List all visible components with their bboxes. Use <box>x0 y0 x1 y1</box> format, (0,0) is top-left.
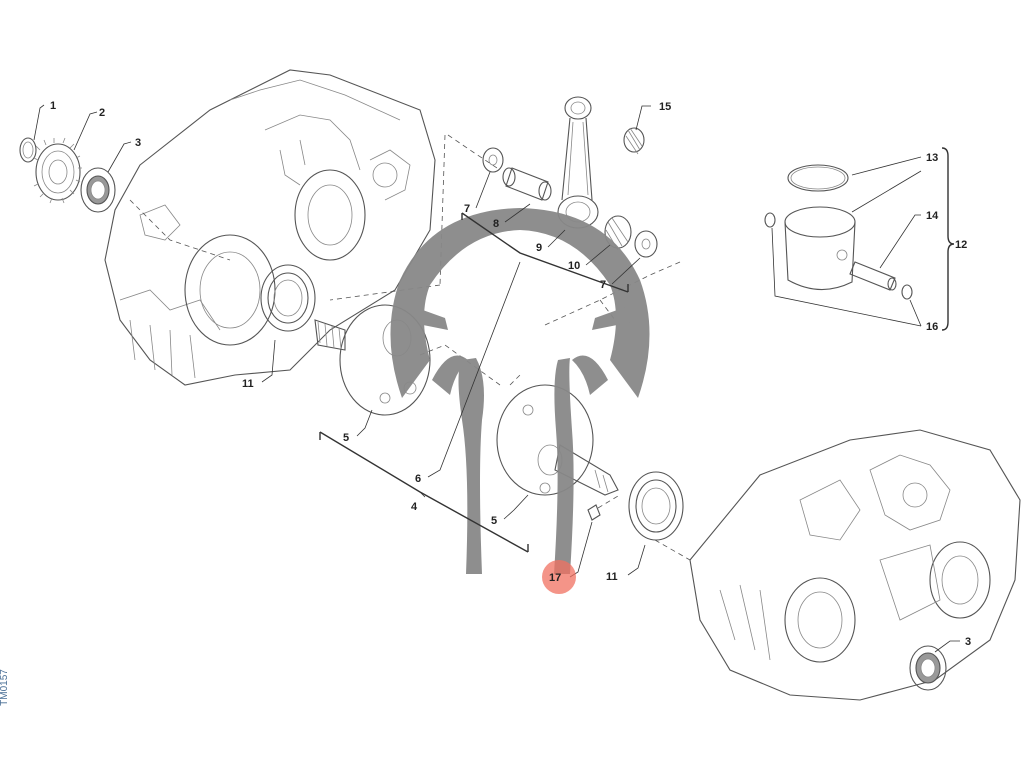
part-seal-right <box>909 645 947 691</box>
callout-5-left[interactable]: 5 <box>343 432 349 444</box>
part-piston-clip-right <box>901 284 913 300</box>
part-piston-ring <box>787 164 849 192</box>
part-bearing-left <box>260 264 316 332</box>
drawing-code: TM0157 <box>0 669 10 706</box>
callout-7-bottom[interactable]: 7 <box>600 279 606 291</box>
leader-lines <box>33 104 960 653</box>
part-piston <box>784 206 856 291</box>
callout-5-right[interactable]: 5 <box>491 515 497 527</box>
callout-2[interactable]: 2 <box>99 107 105 119</box>
callout-labels: 1 2 3 4 5 5 6 7 7 8 9 10 11 11 12 13 14 … <box>50 100 971 648</box>
callout-10[interactable]: 10 <box>568 260 580 272</box>
part-piston-clip-left <box>764 212 776 228</box>
callout-8[interactable]: 8 <box>493 218 499 230</box>
callout-17[interactable]: 17 <box>549 572 561 584</box>
watermark-logo <box>390 208 650 574</box>
callout-12[interactable]: 12 <box>955 239 967 251</box>
part-needle-bearing-small <box>623 127 645 155</box>
part-seal-left <box>80 167 116 213</box>
callout-1[interactable]: 1 <box>50 100 56 112</box>
callout-14[interactable]: 14 <box>926 210 939 222</box>
part-key <box>587 504 601 521</box>
right-crankcase <box>689 429 1021 701</box>
assembly-brackets <box>319 147 955 553</box>
left-crankcase <box>104 69 436 386</box>
part-crankpin <box>502 167 552 201</box>
part-bearing-right <box>628 471 684 541</box>
part-piston-pin <box>849 261 897 291</box>
callout-7-top[interactable]: 7 <box>464 203 470 215</box>
callout-15[interactable]: 15 <box>659 101 671 113</box>
selected-callout-highlight[interactable] <box>542 560 576 594</box>
callout-3-right[interactable]: 3 <box>965 636 971 648</box>
part-connecting-rod <box>557 96 599 229</box>
callout-16[interactable]: 16 <box>926 321 938 333</box>
callout-11-left[interactable]: 11 <box>242 378 254 390</box>
callout-9[interactable]: 9 <box>536 242 542 254</box>
callout-4[interactable]: 4 <box>411 501 418 513</box>
part-washer-top <box>482 147 504 173</box>
callout-3-left[interactable]: 3 <box>135 137 141 149</box>
part-gear <box>33 137 82 204</box>
part-circlip <box>19 137 37 163</box>
callout-11-right[interactable]: 11 <box>606 571 618 583</box>
callout-13[interactable]: 13 <box>926 152 938 164</box>
part-washer-bottom <box>634 230 658 258</box>
callout-6[interactable]: 6 <box>415 473 421 485</box>
